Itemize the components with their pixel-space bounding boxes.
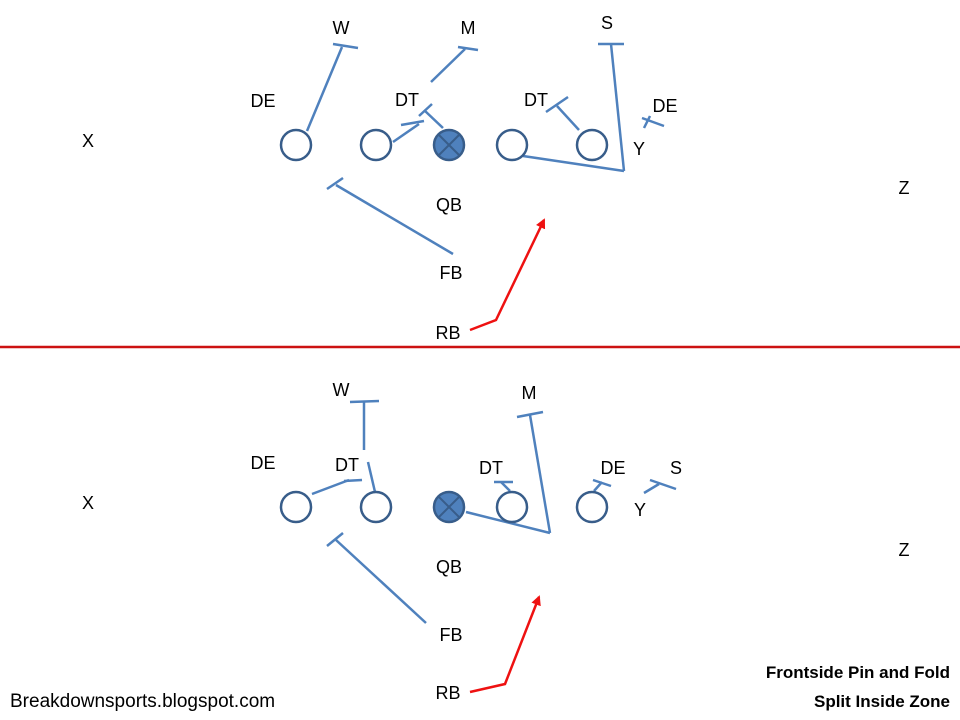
play-subtitle: Split Inside Zone <box>814 692 950 711</box>
bottom-labels: W M S DE DT DT DE X Y Z QB FB RB <box>82 380 910 703</box>
top-block-fold-s <box>609 43 626 172</box>
top-block-lg-dt <box>392 122 420 144</box>
top-block-y-de-end <box>642 115 652 129</box>
bottom-label-dt-left: DT <box>335 455 359 475</box>
top-left-guard <box>359 128 393 162</box>
top-block-lg-dt-end <box>400 119 425 127</box>
bottom-left-tackle <box>279 490 313 524</box>
bottom-label-qb: QB <box>436 557 462 577</box>
bottom-offensive-line <box>279 490 609 524</box>
top-offensive-line <box>279 128 609 162</box>
bottom-block-rg-dt <box>500 481 511 492</box>
bottom-block-fold-m <box>528 414 552 534</box>
bottom-block-w-end <box>349 399 380 404</box>
bottom-block-lt-dt-end <box>343 478 363 483</box>
top-label-y: Y <box>633 139 645 159</box>
bottom-block-fb <box>335 539 427 624</box>
top-right-tackle <box>575 128 609 162</box>
top-play: W M S DE DT DT DE X Y Z QB FB RB <box>82 13 910 343</box>
bottom-label-w: W <box>333 380 350 400</box>
bottom-label-m: M <box>522 383 537 403</box>
bottom-right-tackle <box>575 490 609 524</box>
top-block-rt-dt <box>556 105 580 131</box>
bottom-center <box>432 490 466 524</box>
bottom-label-fb: FB <box>439 625 462 645</box>
bottom-block-y-s <box>643 482 660 495</box>
top-label-rb: RB <box>435 323 460 343</box>
top-label-de-left: DE <box>250 91 275 111</box>
top-label-dt-left: DT <box>395 90 419 110</box>
top-block-rt-dt-end <box>545 95 569 114</box>
bottom-label-rb: RB <box>435 683 460 703</box>
bottom-block-rt-de-end <box>592 478 612 488</box>
top-block-dt-m <box>430 48 466 83</box>
bottom-block-y-s-end <box>649 478 677 491</box>
top-label-w: W <box>333 18 350 38</box>
bottom-label-y: Y <box>634 500 646 520</box>
top-label-qb: QB <box>436 195 462 215</box>
top-label-s: S <box>601 13 613 33</box>
top-block-y-de <box>641 116 665 128</box>
top-block-lt-w <box>305 46 344 132</box>
top-labels: W M S DE DT DT DE X Y Z QB FB RB <box>82 13 910 343</box>
top-block-c-dt <box>423 109 444 129</box>
top-block-lt-w-end <box>332 42 359 50</box>
bottom-left-guard <box>359 490 393 524</box>
bottom-label-x: X <box>82 493 94 513</box>
top-blocking-lines <box>305 42 665 256</box>
top-block-rg-fold <box>522 154 625 173</box>
top-rb-path <box>469 218 546 332</box>
top-center <box>432 128 466 162</box>
bottom-label-s: S <box>670 458 682 478</box>
top-label-dt-right: DT <box>524 90 548 110</box>
top-label-z: Z <box>899 178 910 198</box>
top-label-fb: FB <box>439 263 462 283</box>
bottom-block-fold-m-end <box>516 410 544 419</box>
bottom-label-dt-right: DT <box>479 458 503 478</box>
bottom-play: W M S DE DT DT DE X Y Z QB FB RB <box>82 380 910 703</box>
top-label-de-right: DE <box>652 96 677 116</box>
top-left-tackle <box>279 128 313 162</box>
bottom-right-guard <box>495 490 529 524</box>
bottom-rb-path <box>469 595 541 694</box>
bottom-block-fb-end <box>326 532 344 547</box>
top-block-dt-m-end <box>457 45 479 52</box>
top-label-m: M <box>461 18 476 38</box>
bottom-label-de-right: DE <box>600 458 625 478</box>
play-title: Frontside Pin and Fold <box>766 663 950 682</box>
site-credit: Breakdownsports.blogspot.com <box>10 691 275 712</box>
bottom-block-lg-dt <box>366 461 377 493</box>
bottom-block-lt-dt <box>311 478 350 496</box>
top-right-guard <box>495 128 529 162</box>
top-label-x: X <box>82 131 94 151</box>
bottom-label-de-left: DE <box>250 453 275 473</box>
bottom-label-z: Z <box>899 540 910 560</box>
top-block-c-dt-end <box>418 103 433 117</box>
top-block-fb-end <box>326 176 344 191</box>
top-block-fb <box>335 183 454 256</box>
